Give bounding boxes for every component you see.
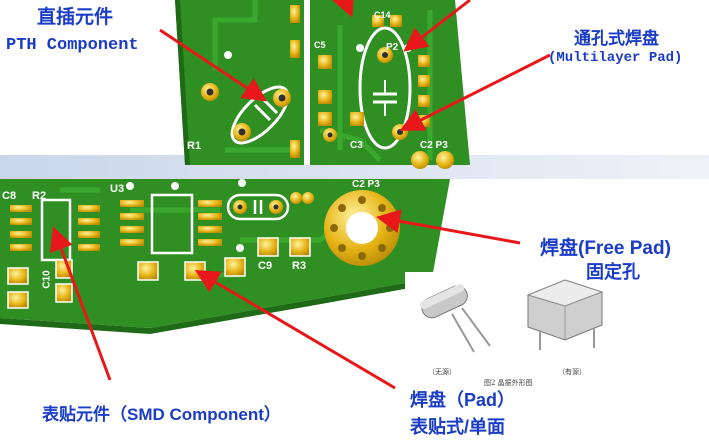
caption-active: （有源） xyxy=(558,367,586,377)
label-free-pad: 焊盘(Free Pad) xyxy=(540,233,671,260)
label-pad-line2: 表贴式/单面 xyxy=(410,413,505,439)
label-multilayer-cn: 通孔式焊盘 xyxy=(574,24,659,49)
caption-figure: 图2 晶振外形图 xyxy=(484,378,533,388)
caption-passive: （无源） xyxy=(428,367,456,377)
label-pth-en: PTH Component xyxy=(6,36,139,55)
label-fixed-hole: 固定孔 xyxy=(586,258,640,284)
label-multilayer-en: (Multilayer Pad) xyxy=(548,50,682,66)
label-pad-line1: 焊盘（Pad） xyxy=(410,386,515,412)
label-pth-cn: 直插元件 xyxy=(37,2,113,29)
label-smd: 表贴元件（SMD Component） xyxy=(42,400,281,425)
